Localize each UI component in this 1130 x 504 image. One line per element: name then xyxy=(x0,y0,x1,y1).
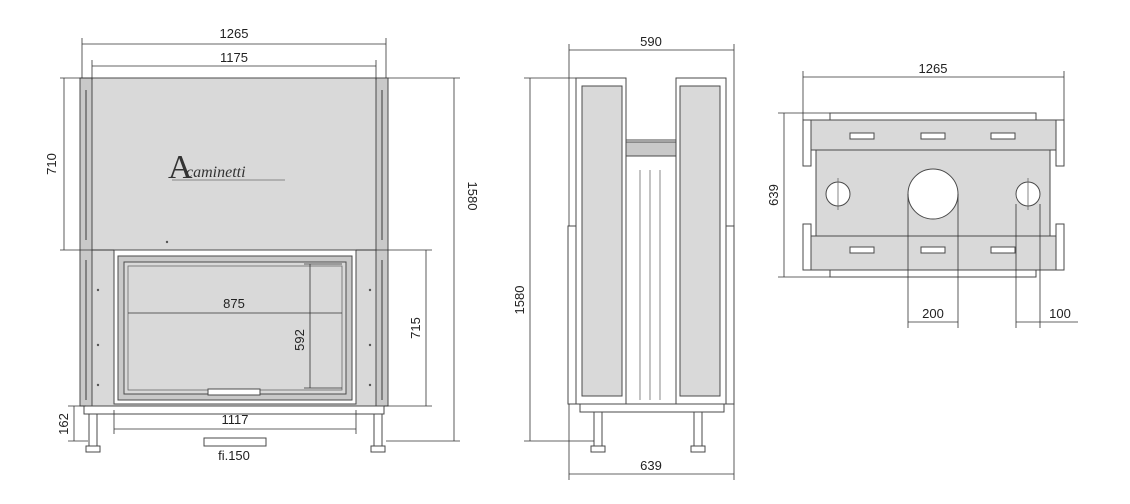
dim-glass-height: 592 xyxy=(292,329,307,351)
side-base-plate xyxy=(579,403,725,413)
dim-glass-width: 875 xyxy=(223,296,245,311)
side-right-column-fill xyxy=(679,85,721,397)
door-handle xyxy=(207,388,261,396)
top-slot xyxy=(849,132,875,140)
dim-side-bottom-depth: 639 xyxy=(640,458,662,473)
side-center-duct xyxy=(625,139,677,405)
side-left-leg xyxy=(593,411,603,447)
dim-outlet-diameter: 200 xyxy=(922,306,944,321)
dim-front-total-height: 1580 xyxy=(465,182,480,211)
top-slot xyxy=(920,246,946,254)
top-right-tab-lower xyxy=(1055,223,1065,271)
dim-top-width: 1265 xyxy=(919,61,948,76)
front-right-foot xyxy=(370,445,386,453)
top-slot xyxy=(920,132,946,140)
dim-small-outlet-diameter: 100 xyxy=(1049,306,1071,321)
top-view: 1265 639 200 100 xyxy=(766,61,1078,328)
side-right-flange xyxy=(725,225,735,405)
dim-side-top-depth: 590 xyxy=(640,34,662,49)
front-hood-panel xyxy=(91,77,377,251)
brand-name: caminetti xyxy=(186,164,246,181)
dim-front-lower-height: 715 xyxy=(408,317,423,339)
side-left-foot xyxy=(590,445,606,453)
front-base-plate xyxy=(83,405,385,415)
dim-side-height: 1580 xyxy=(512,286,527,315)
top-slot xyxy=(990,132,1016,140)
top-right-tab-upper xyxy=(1055,119,1065,167)
dim-front-total-width: 1265 xyxy=(220,26,249,41)
side-view: 590 1580 639 xyxy=(512,34,735,480)
front-right-leg xyxy=(373,413,383,447)
top-left-tab-upper xyxy=(802,119,812,167)
side-right-foot xyxy=(690,445,706,453)
top-slot xyxy=(990,246,1016,254)
dim-top-depth: 639 xyxy=(766,184,781,206)
top-left-tab-lower xyxy=(802,223,812,271)
side-right-leg xyxy=(693,411,703,447)
front-left-leg xyxy=(88,413,98,447)
flue-stub xyxy=(203,437,267,447)
dim-leg-height: 162 xyxy=(56,413,71,435)
glass-panel xyxy=(123,261,347,395)
dim-front-top-width: 1175 xyxy=(220,50,248,65)
top-slot xyxy=(849,246,875,254)
front-left-foot xyxy=(85,445,101,453)
dim-front-upper-height: 710 xyxy=(44,153,59,175)
side-center-cap xyxy=(625,141,677,157)
dim-base-width: 1117 xyxy=(222,412,249,427)
side-left-column-fill xyxy=(581,85,623,397)
side-left-flange xyxy=(567,225,577,405)
main-flue-outlet xyxy=(907,168,959,220)
front-view: A caminetti 1265 xyxy=(44,26,480,463)
flue-diameter-label: fi.150 xyxy=(218,448,250,463)
